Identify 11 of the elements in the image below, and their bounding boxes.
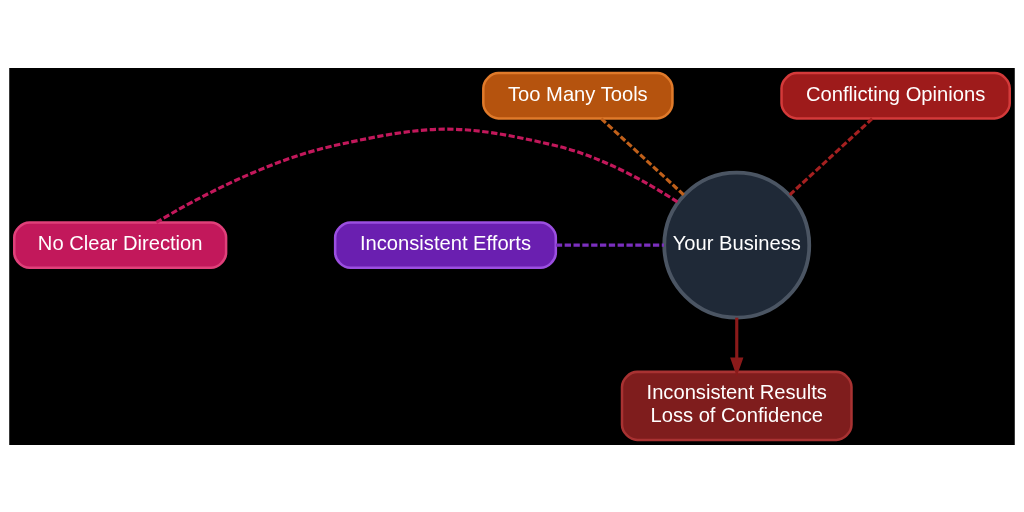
connector [155, 127, 679, 224]
node-box: Conflicting Opinions [780, 71, 1011, 120]
arrow [730, 317, 744, 376]
connector [788, 117, 874, 196]
connector [555, 243, 664, 247]
connector [600, 117, 685, 196]
node-box: Inconsistent Results Loss of Confidence [620, 370, 853, 441]
node-box: No Clear Direction [13, 220, 228, 269]
node-box: Too Many Tools [482, 71, 674, 120]
node-circle: Your Business [662, 170, 812, 320]
node-box: Inconsistent Efforts [333, 220, 558, 269]
